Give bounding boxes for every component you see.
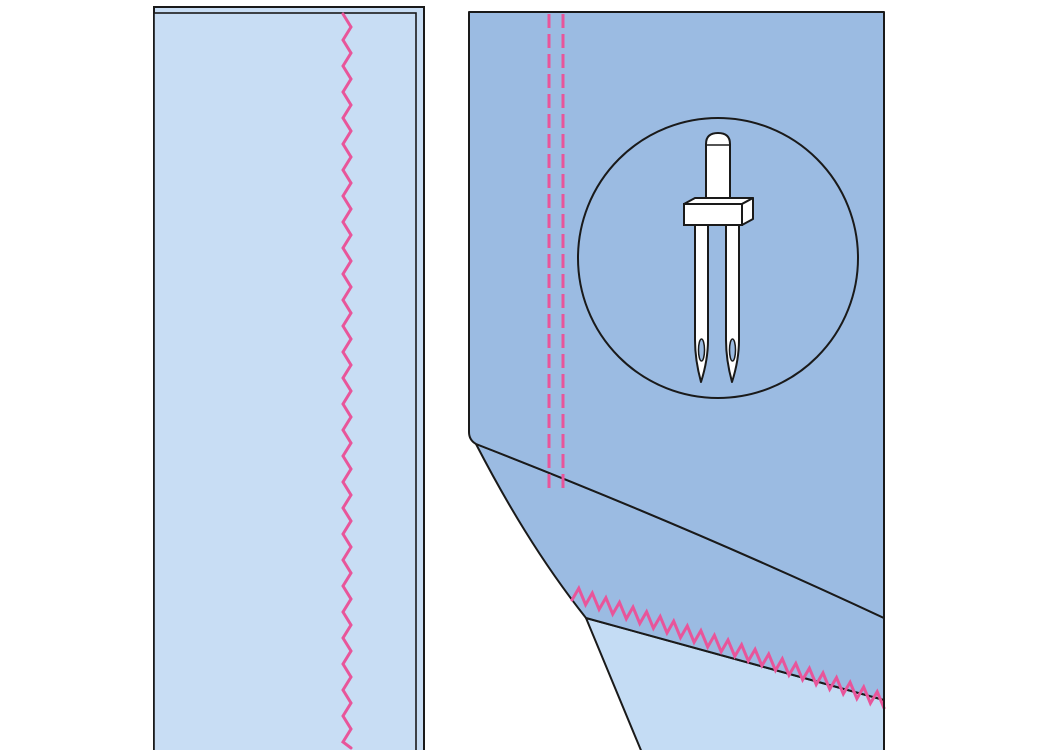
needle-left [694, 223, 709, 383]
left-zigzag-stitch [341, 12, 353, 750]
left-fabric-fold [153, 12, 417, 750]
needle-right [725, 223, 740, 383]
needle-clamp-side [741, 197, 754, 226]
needle-clamp-front [683, 203, 743, 226]
hem-zigzag-stitch [570, 584, 886, 710]
twin-needle-icon [577, 117, 859, 399]
needle-left-eye [697, 338, 706, 362]
detail-inset-circle [577, 117, 859, 399]
needle-right-eye [728, 338, 737, 362]
left-fabric-panel [153, 6, 425, 750]
needle-shank [705, 131, 731, 205]
